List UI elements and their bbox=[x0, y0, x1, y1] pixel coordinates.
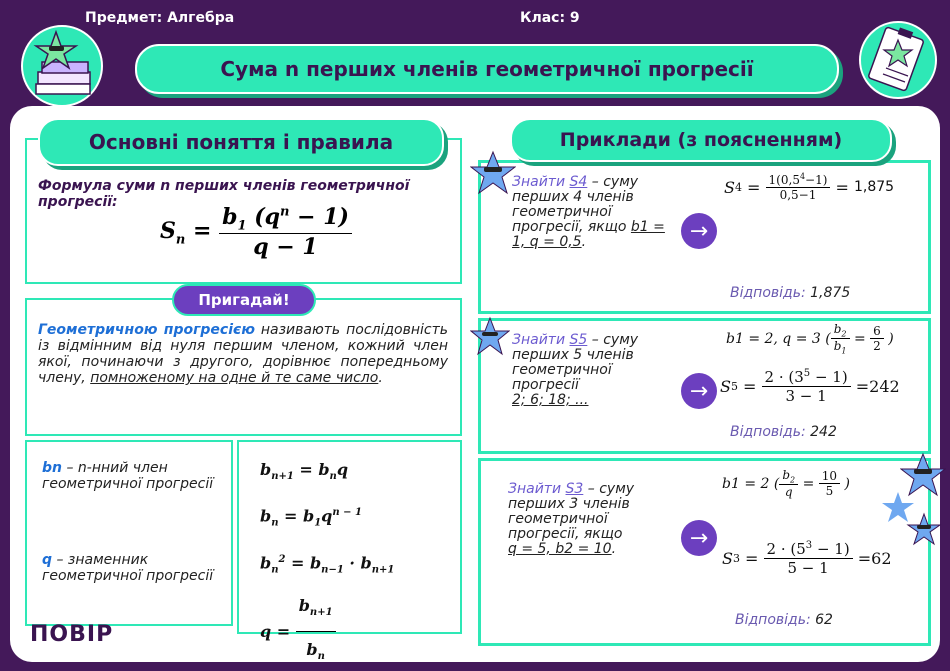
formulas-box bbox=[237, 440, 462, 634]
left-section-title: Основні поняття і правила bbox=[38, 118, 444, 166]
sum-formula: Sn = b1 (qn − 1)q − 1 bbox=[160, 204, 352, 260]
page-title: Сума n перших членів геометричної прогре… bbox=[135, 44, 839, 94]
povir-logo: ПОВІР bbox=[30, 622, 114, 647]
remember-badge: Пригадай! bbox=[172, 284, 316, 316]
star-glasses-icon bbox=[470, 150, 516, 195]
arrow-icon: → bbox=[681, 373, 717, 409]
formula-caption: Формула суми n перших членів геометрично… bbox=[38, 178, 410, 210]
books-star-icon bbox=[21, 25, 103, 106]
q-definition: q – знаменник геометричної прогресії bbox=[42, 552, 214, 584]
bn-definition: bn – n-нний член геометричної прогресії bbox=[42, 460, 214, 492]
example-3-answer: Відповідь: 62 bbox=[735, 612, 833, 628]
example-1-text: Знайти S4 – суму перших 4 членів геометр… bbox=[512, 174, 665, 250]
star-glasses-icon bbox=[900, 452, 946, 497]
right-section-title: Приклади (з поясненням) bbox=[510, 118, 892, 162]
clipboard-star-icon bbox=[859, 21, 937, 99]
subject-label: Предмет: Алгебра bbox=[85, 10, 235, 26]
star-glasses-icon bbox=[470, 316, 510, 356]
arrow-icon: → bbox=[681, 520, 717, 556]
arrow-icon: → bbox=[681, 213, 717, 249]
star-icon bbox=[882, 492, 914, 522]
definition-lead: Геометричною прогресією bbox=[38, 322, 255, 338]
example-2-text: Знайти S5 – суму перших 5 членів геометр… bbox=[512, 332, 639, 408]
definition-text: Геометричною прогресією називають послід… bbox=[38, 322, 448, 386]
example-2-answer: Відповідь: 242 bbox=[730, 424, 837, 440]
definition-rest: називають послідовність із відмінним від… bbox=[38, 322, 448, 386]
example-1-answer: Відповідь: 1,875 bbox=[730, 285, 851, 301]
progression-formulas: bn+1 = bnq bn = b1qn − 1 bn2 = bn−1 · bn… bbox=[260, 460, 395, 663]
definition-underlined: помноженому на одне й те саме число bbox=[90, 370, 379, 386]
class-label: Клас: 9 bbox=[520, 10, 580, 26]
notation-box bbox=[25, 440, 233, 626]
star-glasses-icon bbox=[906, 512, 942, 546]
example-3-text: Знайти S3 – суму перших 3 членів геометр… bbox=[508, 481, 635, 557]
